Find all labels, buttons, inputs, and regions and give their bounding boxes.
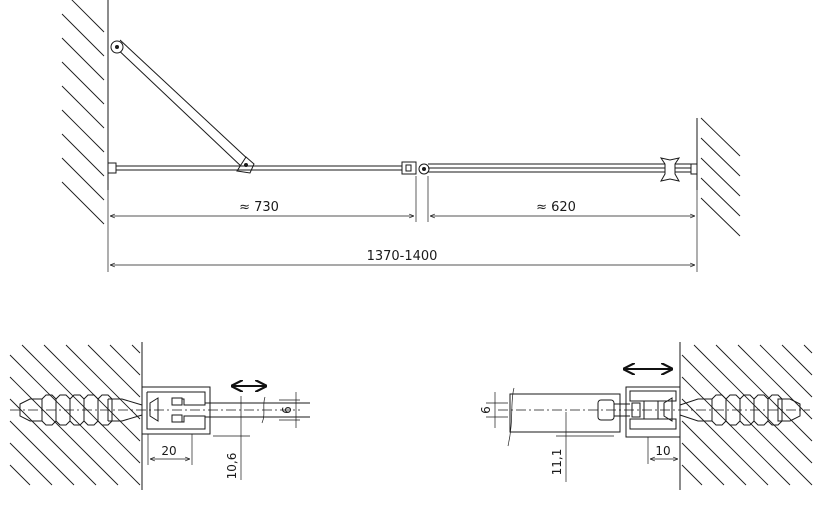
dim-right-width: ≈ 620 [536,200,576,215]
top-view: ≈ 730 ≈ 620 1370-1400 [61,0,741,272]
dim-total-width: 1370-1400 [367,249,438,264]
left-wall-hatch [61,0,109,225]
dim-left-thickness: 6 [280,406,294,414]
fixed-glass-panel [116,165,403,171]
wall-bracket-right [690,163,698,175]
stabilizer-bar [110,39,255,174]
panel-joint-clamp [401,161,430,175]
dim-right-offset: 11,1 [550,449,564,476]
wall-anchor-right [679,394,801,426]
detail-right-wall-hatch [681,344,813,486]
glass-edge-left [205,396,310,424]
dimension-lines [107,176,698,272]
detail-right: 6 11,1 10 [479,342,813,490]
detail-left-wall-hatch [9,344,141,486]
dim-left-width: 20 [161,444,176,458]
dim-left-width: ≈ 730 [239,200,279,215]
right-wall-hatch [696,117,741,237]
wall-profile-right [625,386,681,438]
wall-bracket-left [107,162,117,174]
detail-left: 6 20 10,6 [9,342,310,490]
dim-right-thickness: 6 [479,406,493,414]
wall-profile-left [141,386,211,435]
wall-anchor-left [19,394,143,426]
door-handle [659,157,681,182]
dim-right-width: 10 [655,444,670,458]
glass-with-profile-right [507,387,630,447]
dim-left-offset: 10,6 [225,453,239,480]
movable-glass-panel [428,163,691,173]
